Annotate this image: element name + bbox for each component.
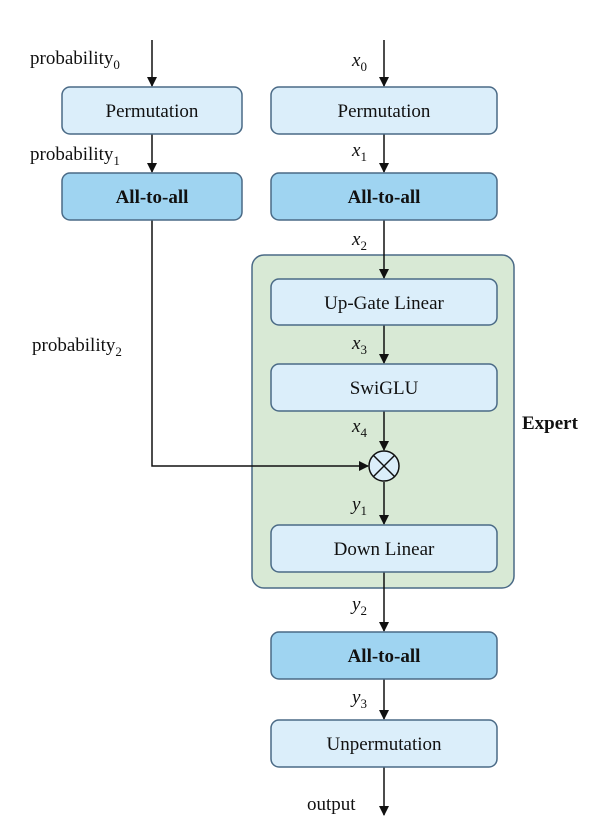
expert-label: Expert: [522, 413, 579, 434]
all-to-all-left-box: [61, 172, 243, 221]
all-to-all-bottom-box: [270, 631, 498, 680]
all-to-all-bottom-text: All-to-all: [348, 646, 421, 667]
multiply-node: [368, 450, 400, 482]
label-x0: x0: [351, 50, 367, 74]
label-y1: y1: [350, 494, 367, 518]
permutation-left-text: Permutation: [106, 101, 199, 122]
label-x3: x3: [351, 333, 367, 357]
label-output: output: [307, 794, 356, 815]
up-gate-linear-text: Up-Gate Linear: [324, 293, 444, 314]
swiglu-text: SwiGLU: [350, 378, 419, 399]
expert-container: [251, 254, 515, 589]
label-probability-0: probability0: [30, 48, 120, 72]
label-y3: y3: [350, 687, 367, 711]
permutation-right-box: [270, 86, 498, 135]
label-x4: x4: [351, 416, 367, 440]
permutation-right-text: Permutation: [338, 101, 431, 122]
down-linear-box: [270, 524, 498, 573]
swiglu-box: [270, 363, 498, 412]
down-linear-text: Down Linear: [334, 539, 435, 560]
label-x2: x2: [351, 229, 367, 253]
label-x1: x1: [351, 140, 367, 164]
unpermutation-box: [270, 719, 498, 768]
label-probability-2: probability2: [32, 335, 122, 359]
edge-prob2-multiply: [151, 220, 369, 471]
unpermutation-text: Unpermutation: [326, 734, 442, 755]
all-to-all-top-text: All-to-all: [348, 187, 421, 208]
all-to-all-left-text: All-to-all: [116, 187, 189, 208]
up-gate-linear-box: [270, 278, 498, 326]
label-probability-1: probability1: [30, 144, 120, 168]
label-y2: y2: [350, 594, 367, 618]
all-to-all-top-box: [270, 172, 498, 221]
permutation-left-box: [61, 86, 243, 135]
